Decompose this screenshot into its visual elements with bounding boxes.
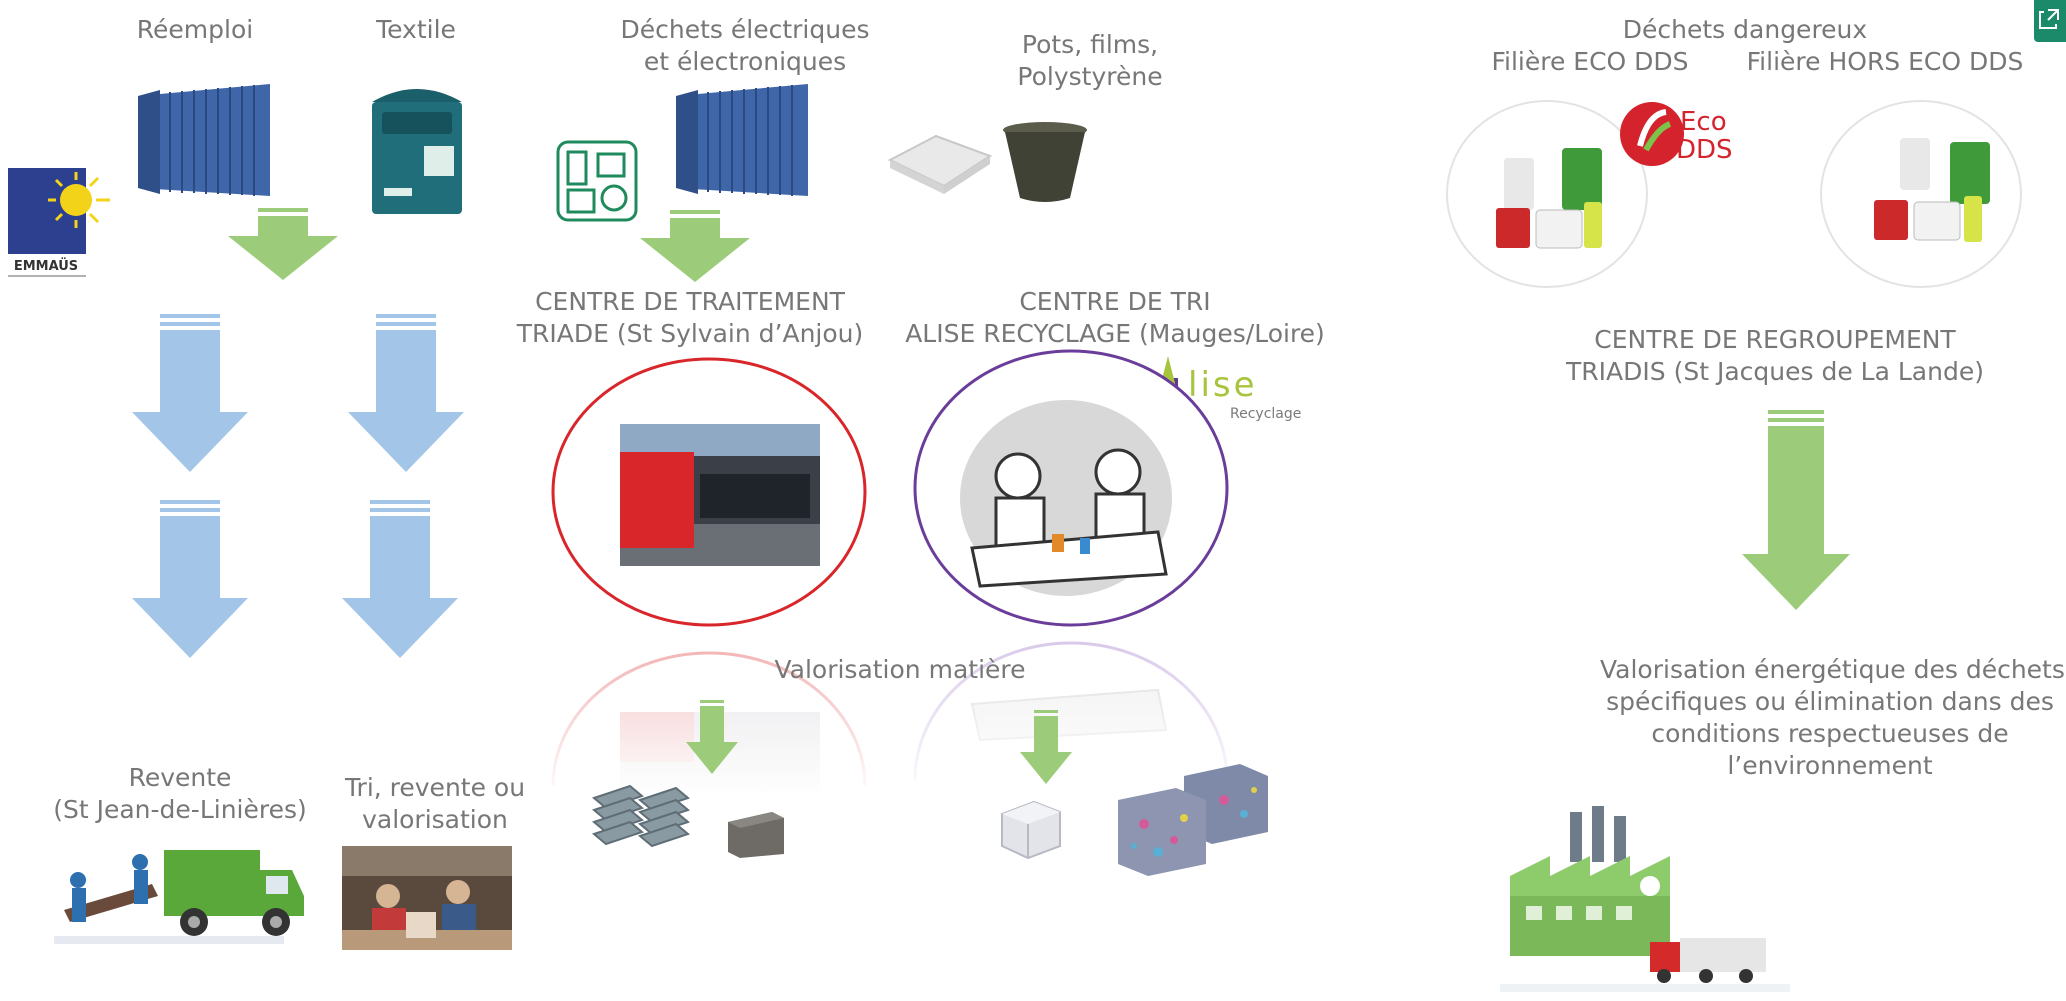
textile-bin-image xyxy=(368,80,468,220)
centre-regroupement-label: CENTRE DE REGROUPEMENT TRIADIS (St Jacqu… xyxy=(1540,324,2010,388)
alise-sorting-center-circle xyxy=(912,348,1230,628)
valorisation-energetique-line-1: Valorisation énergétique des déchets xyxy=(1600,655,2065,684)
filiere-hors-eco-dds-label: Filière HORS ECO DDS xyxy=(1746,47,2024,76)
polystyrene-cube-image xyxy=(994,796,1064,862)
pots-title-line-2: Polystyrène xyxy=(1017,62,1163,91)
deee-container-image xyxy=(668,80,818,208)
moving-truck-image xyxy=(44,840,306,950)
reemploi-container-image xyxy=(130,80,280,208)
eco-dds-logo: Eco DDS xyxy=(1618,94,1742,178)
deee-title: Déchets électriques et électroniques xyxy=(600,14,890,78)
tri-revente-line-1: Tri, revente ou xyxy=(344,773,526,802)
centre-traitement-line-1: CENTRE DE TRAITEMENT xyxy=(535,287,845,316)
valorisation-energetique-line-2: spécifiques ou élimination dans des xyxy=(1606,687,2054,716)
expand-button[interactable] xyxy=(2034,0,2066,42)
eco-dds-logo-eco: Eco xyxy=(1680,107,1727,137)
centre-regroupement-line-1: CENTRE DE REGROUPEMENT xyxy=(1594,325,1956,354)
appliances-icon xyxy=(556,140,638,222)
alise-output-arrow xyxy=(1020,710,1072,784)
revente-label: Revente (St Jean-de-Linières) xyxy=(40,762,320,826)
valorisation-energetique-label: Valorisation énergétique des déchets spé… xyxy=(1600,654,2065,782)
incineration-plant-image xyxy=(1500,806,1790,996)
eco-dds-logo-dds: DDS xyxy=(1676,135,1733,165)
triade-treatment-center-circle xyxy=(550,356,868,628)
plastic-bales-image xyxy=(1114,760,1272,880)
plant-pot-image xyxy=(1000,120,1090,204)
centre-traitement-line-2: TRIADE (St Sylvain d’Anjou) xyxy=(516,319,864,348)
valorisation-energetique-line-3: conditions respectueuses de xyxy=(1651,719,2009,748)
alise-logo-text: lise xyxy=(1188,365,1258,405)
deee-title-line-2: et électroniques xyxy=(643,47,847,76)
reemploi-blue-arrow-2 xyxy=(132,500,248,658)
deee-title-line-1: Déchets électriques xyxy=(620,15,870,44)
valorisation-matiere-label: Valorisation matière xyxy=(774,655,1026,684)
textile-blue-arrow-2 xyxy=(342,500,458,658)
reemploi-blue-arrow-1 xyxy=(132,314,248,472)
pots-title: Pots, films, Polystyrène xyxy=(990,29,1190,93)
recycled-block-image xyxy=(728,808,784,858)
textile-title: Textile xyxy=(376,15,456,44)
reemploi-title: Réemploi xyxy=(136,15,254,44)
tri-revente-label: Tri, revente ou valorisation xyxy=(330,772,540,836)
emmaus-logo-text: EMMAÜS xyxy=(14,258,78,274)
emmaus-logo: EMMAÜS xyxy=(6,162,116,282)
dangereux-title: Déchets dangereux xyxy=(1622,15,1868,44)
alise-logo-subtext: Recyclage xyxy=(1230,406,1301,422)
regroupement-green-arrow xyxy=(1742,410,1850,610)
polystyrene-image xyxy=(886,126,996,196)
tri-revente-line-2: valorisation xyxy=(362,805,508,834)
eco-dds-products-circle xyxy=(1444,98,1650,290)
centre-tri-line-2: ALISE RECYCLAGE (Mauges/Loire) xyxy=(905,319,1325,348)
alise-reflection xyxy=(912,640,1230,800)
revente-line-1: Revente xyxy=(128,763,232,792)
recycled-plates-image xyxy=(590,778,692,860)
triade-output-arrow xyxy=(686,700,738,774)
valorisation-energetique-line-4: l’environnement xyxy=(1727,751,1933,780)
centre-traitement-label: CENTRE DE TRAITEMENT TRIADE (St Sylvain … xyxy=(510,286,870,350)
centre-tri-label: CENTRE DE TRI ALISE RECYCLAGE (Mauges/Lo… xyxy=(900,286,1330,350)
reemploi-textile-green-arrow xyxy=(228,208,338,280)
centre-regroupement-line-2: TRIADIS (St Jacques de La Lande) xyxy=(1566,357,1984,386)
external-link-icon xyxy=(2039,9,2059,29)
deee-green-arrow xyxy=(640,210,750,282)
hors-eco-dds-products-circle xyxy=(1818,98,2024,290)
filiere-eco-dds-label: Filière ECO DDS xyxy=(1491,47,1689,76)
textile-sorting-photo xyxy=(342,846,512,950)
textile-blue-arrow-1 xyxy=(348,314,464,472)
revente-line-2: (St Jean-de-Linières) xyxy=(53,795,307,824)
centre-tri-line-1: CENTRE DE TRI xyxy=(1019,287,1211,316)
pots-title-line-1: Pots, films, xyxy=(1021,30,1159,59)
